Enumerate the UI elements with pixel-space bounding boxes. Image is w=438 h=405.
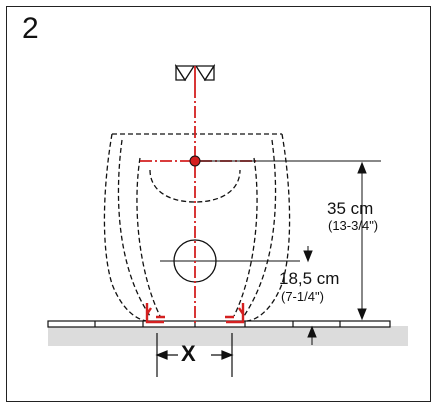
dimension-x-label: X bbox=[181, 341, 196, 366]
toilet-outline bbox=[103, 133, 291, 322]
center-point bbox=[189, 155, 201, 167]
floor-tile-joints bbox=[94, 321, 341, 327]
floor-top-plate bbox=[47, 320, 391, 328]
dimension-185-metric: 18,5 cm bbox=[279, 269, 340, 288]
dimension-35-lines bbox=[200, 160, 381, 321]
centerlines bbox=[140, 86, 256, 325]
mounting-bracket-icon bbox=[145, 303, 245, 324]
step-number: 2 bbox=[22, 12, 39, 45]
dimension-35-metric: 35 cm bbox=[327, 199, 374, 218]
valve-symbol-icon bbox=[174, 63, 216, 82]
diagram-frame bbox=[6, 6, 431, 402]
floor-fill bbox=[48, 326, 408, 346]
dimension-x-lines bbox=[155, 333, 234, 377]
dimension-35-imperial: (13-3/4") bbox=[328, 218, 379, 233]
dimension-185-imperial: (7-1/4") bbox=[281, 289, 324, 304]
dimension-185-lines bbox=[303, 246, 317, 345]
